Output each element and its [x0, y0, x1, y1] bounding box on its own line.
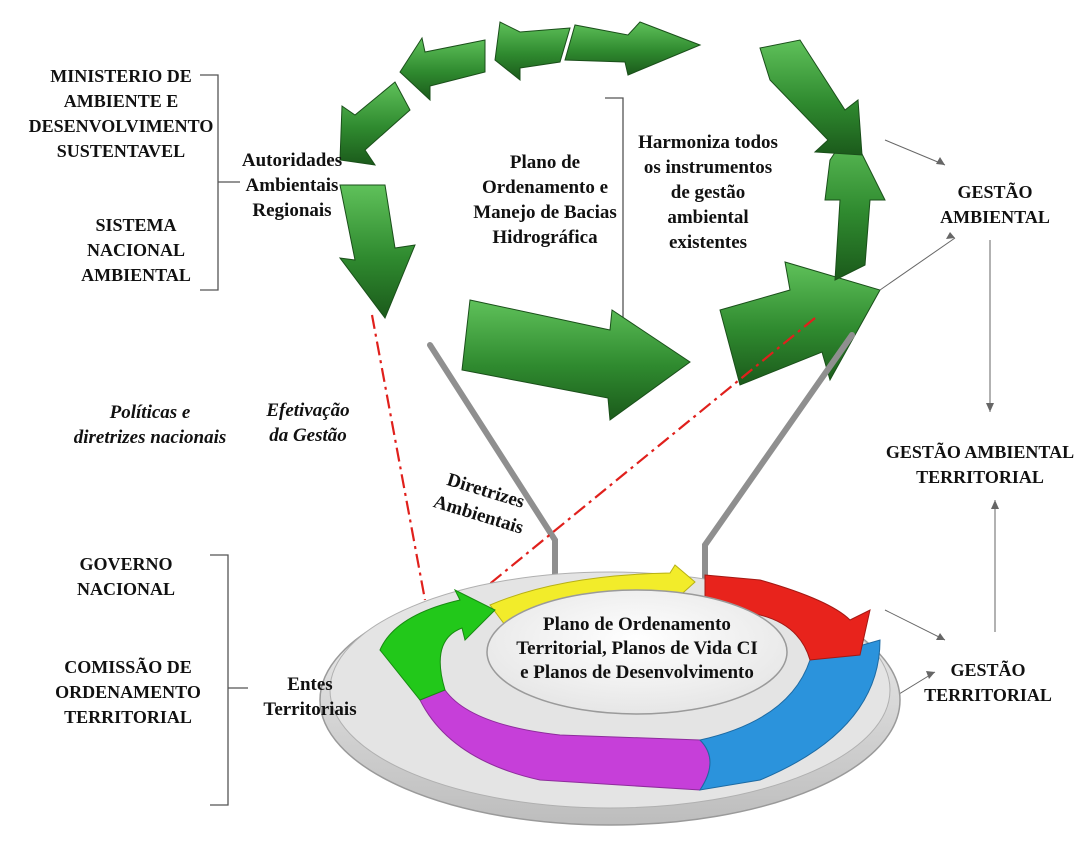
segment-green [379, 588, 496, 701]
platform-center [486, 589, 788, 715]
label-ministerio: MINISTERIO DE AMBIENTE E DESENVOLVIMENTO… [28, 66, 214, 161]
green-arrow-top [494, 21, 571, 82]
segment-blue [698, 639, 881, 791]
red-line-diagonal [469, 317, 816, 601]
segment-red [704, 574, 871, 661]
label-governo: GOVERNO NACIONAL [76, 554, 175, 599]
green-arrow-top-right [564, 21, 702, 76]
label-harmoniza: Harmoniza todos os instrumentos de gestã… [638, 132, 778, 253]
thin-arrowheads [926, 157, 999, 679]
label-gestao-ambiental-territorial: GESTÃO AMBIENTAL TERRITORIAL [885, 442, 1075, 487]
green-arrow-down-left [338, 184, 416, 320]
green-arrow-bottom [461, 299, 691, 421]
red-dashed-lines [370, 314, 816, 601]
label-gestao-ambiental: GESTÃO AMBIENTAL [940, 182, 1050, 227]
green-arrow-cycle [338, 21, 886, 421]
label-comissao: COMISSÃO DE ORDENAMENTO TERRITORIAL [55, 657, 201, 727]
label-plano-central: Plano de Ordenamento Territorial, Planos… [516, 614, 758, 683]
label-autoridades: Autoridades Ambientais Regionais [241, 150, 343, 221]
green-arrow-up-right [719, 261, 881, 386]
label-plano-bacias: Plano de Ordenamento e Manejo de Bacias … [473, 152, 617, 248]
label-entes: Entes Territoriais [263, 674, 357, 720]
green-arrow-upper-right [759, 39, 863, 156]
green-arrow-left [339, 81, 411, 166]
label-gestao-territorial: GESTÃO TERRITORIAL [924, 660, 1052, 705]
label-politicas: Políticas e diretrizes nacionais [73, 402, 227, 448]
red-line-left [370, 314, 427, 601]
green-arrow-top-left [399, 36, 486, 102]
cycle-platform [319, 564, 901, 826]
label-sistema: SISTEMA NACIONAL AMBIENTAL [81, 215, 191, 285]
bracket-bottom-left [210, 554, 229, 806]
label-efetivacao: Efetivação da Gestão [266, 400, 350, 446]
